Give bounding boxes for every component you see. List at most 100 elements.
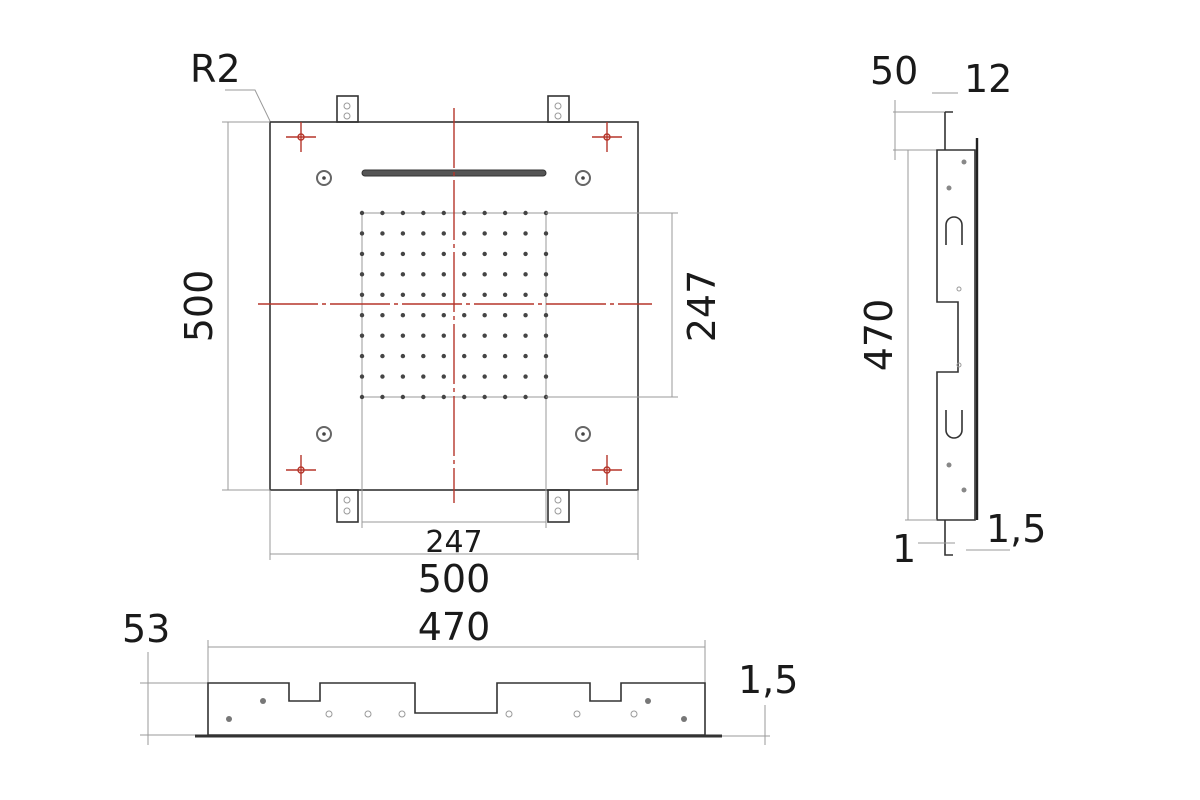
nozzle (482, 231, 487, 236)
nozzle (400, 231, 406, 236)
nozzle (543, 374, 549, 379)
nozzle (400, 272, 406, 277)
nozzle (400, 394, 406, 400)
side-height-label: 470 (857, 299, 901, 372)
nozzle (380, 210, 385, 216)
nozzle (462, 251, 467, 257)
nozzle (523, 272, 528, 277)
nozzle (359, 251, 365, 257)
nozzle (359, 333, 365, 338)
nozzle (380, 353, 385, 359)
nozzle-width-label: 247 (425, 525, 482, 560)
nozzle (543, 292, 549, 297)
nozzle (380, 313, 385, 318)
nozzle (359, 394, 365, 400)
nozzle (441, 374, 446, 379)
nozzle (462, 353, 467, 359)
slot-top (945, 216, 963, 245)
nozzle (523, 292, 528, 297)
nozzle (543, 353, 549, 359)
nozzle (482, 251, 487, 257)
nozzle (502, 333, 508, 338)
front-width-label: 470 (418, 605, 491, 649)
radius-label: R2 (190, 47, 241, 91)
nozzle (523, 251, 528, 257)
nozzle (523, 210, 528, 216)
nozzle (380, 231, 385, 236)
nozzle (523, 394, 528, 400)
nozzle (441, 394, 446, 400)
nozzle (359, 210, 365, 216)
nozzle (462, 292, 467, 297)
radius-leader (225, 89, 271, 122)
nozzle (462, 333, 467, 338)
nozzle (359, 353, 365, 359)
flange-height-label: 50 (870, 49, 918, 93)
flange-width-label: 12 (964, 57, 1012, 101)
mounting-tabs (336, 95, 570, 523)
nozzle (380, 272, 385, 277)
nozzle (523, 374, 528, 379)
nozzle (482, 374, 487, 379)
nozzle (359, 292, 365, 297)
nozzle (482, 292, 487, 297)
nozzle (380, 394, 385, 400)
side-plate-outline (936, 149, 976, 521)
nozzle (523, 333, 528, 338)
nozzle (482, 353, 487, 359)
nozzle (502, 251, 508, 257)
nozzle (421, 333, 426, 338)
nozzle (523, 313, 528, 318)
nozzle (421, 313, 426, 318)
plan-view: R2 (177, 47, 724, 601)
nozzle (482, 333, 487, 338)
nozzle (502, 292, 508, 297)
nozzle (380, 374, 385, 379)
nozzle (421, 272, 426, 277)
nozzle (400, 353, 406, 359)
nozzle (543, 251, 549, 257)
nozzle (502, 231, 508, 236)
nozzle (502, 210, 508, 216)
nozzle (543, 313, 549, 318)
front-plate-outline (207, 682, 706, 736)
nozzle (482, 210, 487, 216)
nozzle (441, 272, 446, 277)
nozzle (421, 374, 426, 379)
nozzle (359, 313, 365, 318)
nozzle (400, 333, 406, 338)
slot-bottom (945, 410, 963, 439)
front-view: 53 470 1,5 (122, 605, 798, 745)
nozzle (502, 374, 508, 379)
nozzle (462, 210, 467, 216)
nozzle (400, 374, 406, 379)
nozzle (400, 292, 406, 297)
nozzle (441, 231, 446, 236)
nozzle (462, 313, 467, 318)
nozzle (543, 231, 549, 236)
top-flange (944, 111, 953, 150)
nozzle (380, 251, 385, 257)
nozzle (441, 353, 446, 359)
fixing-holes (316, 170, 591, 442)
nozzle (441, 251, 446, 257)
nozzle (421, 292, 426, 297)
nozzle (502, 353, 508, 359)
nozzle (359, 374, 365, 379)
nozzle (441, 210, 446, 216)
nozzle (482, 394, 487, 400)
nozzle (441, 333, 446, 338)
nozzle (400, 313, 406, 318)
plan-height-label: 500 (177, 270, 221, 343)
nozzle-height-label: 247 (680, 270, 724, 343)
nozzle (421, 210, 426, 216)
side-thickness-label: 1,5 (986, 507, 1046, 551)
nozzle (482, 272, 487, 277)
nozzle (400, 210, 406, 216)
bottom-offset-label: 1 (892, 527, 916, 571)
bottom-flange (944, 520, 953, 556)
nozzle (421, 251, 426, 257)
nozzle (543, 333, 549, 338)
side-view: 50 12 470 1 1,5 (857, 49, 1046, 571)
